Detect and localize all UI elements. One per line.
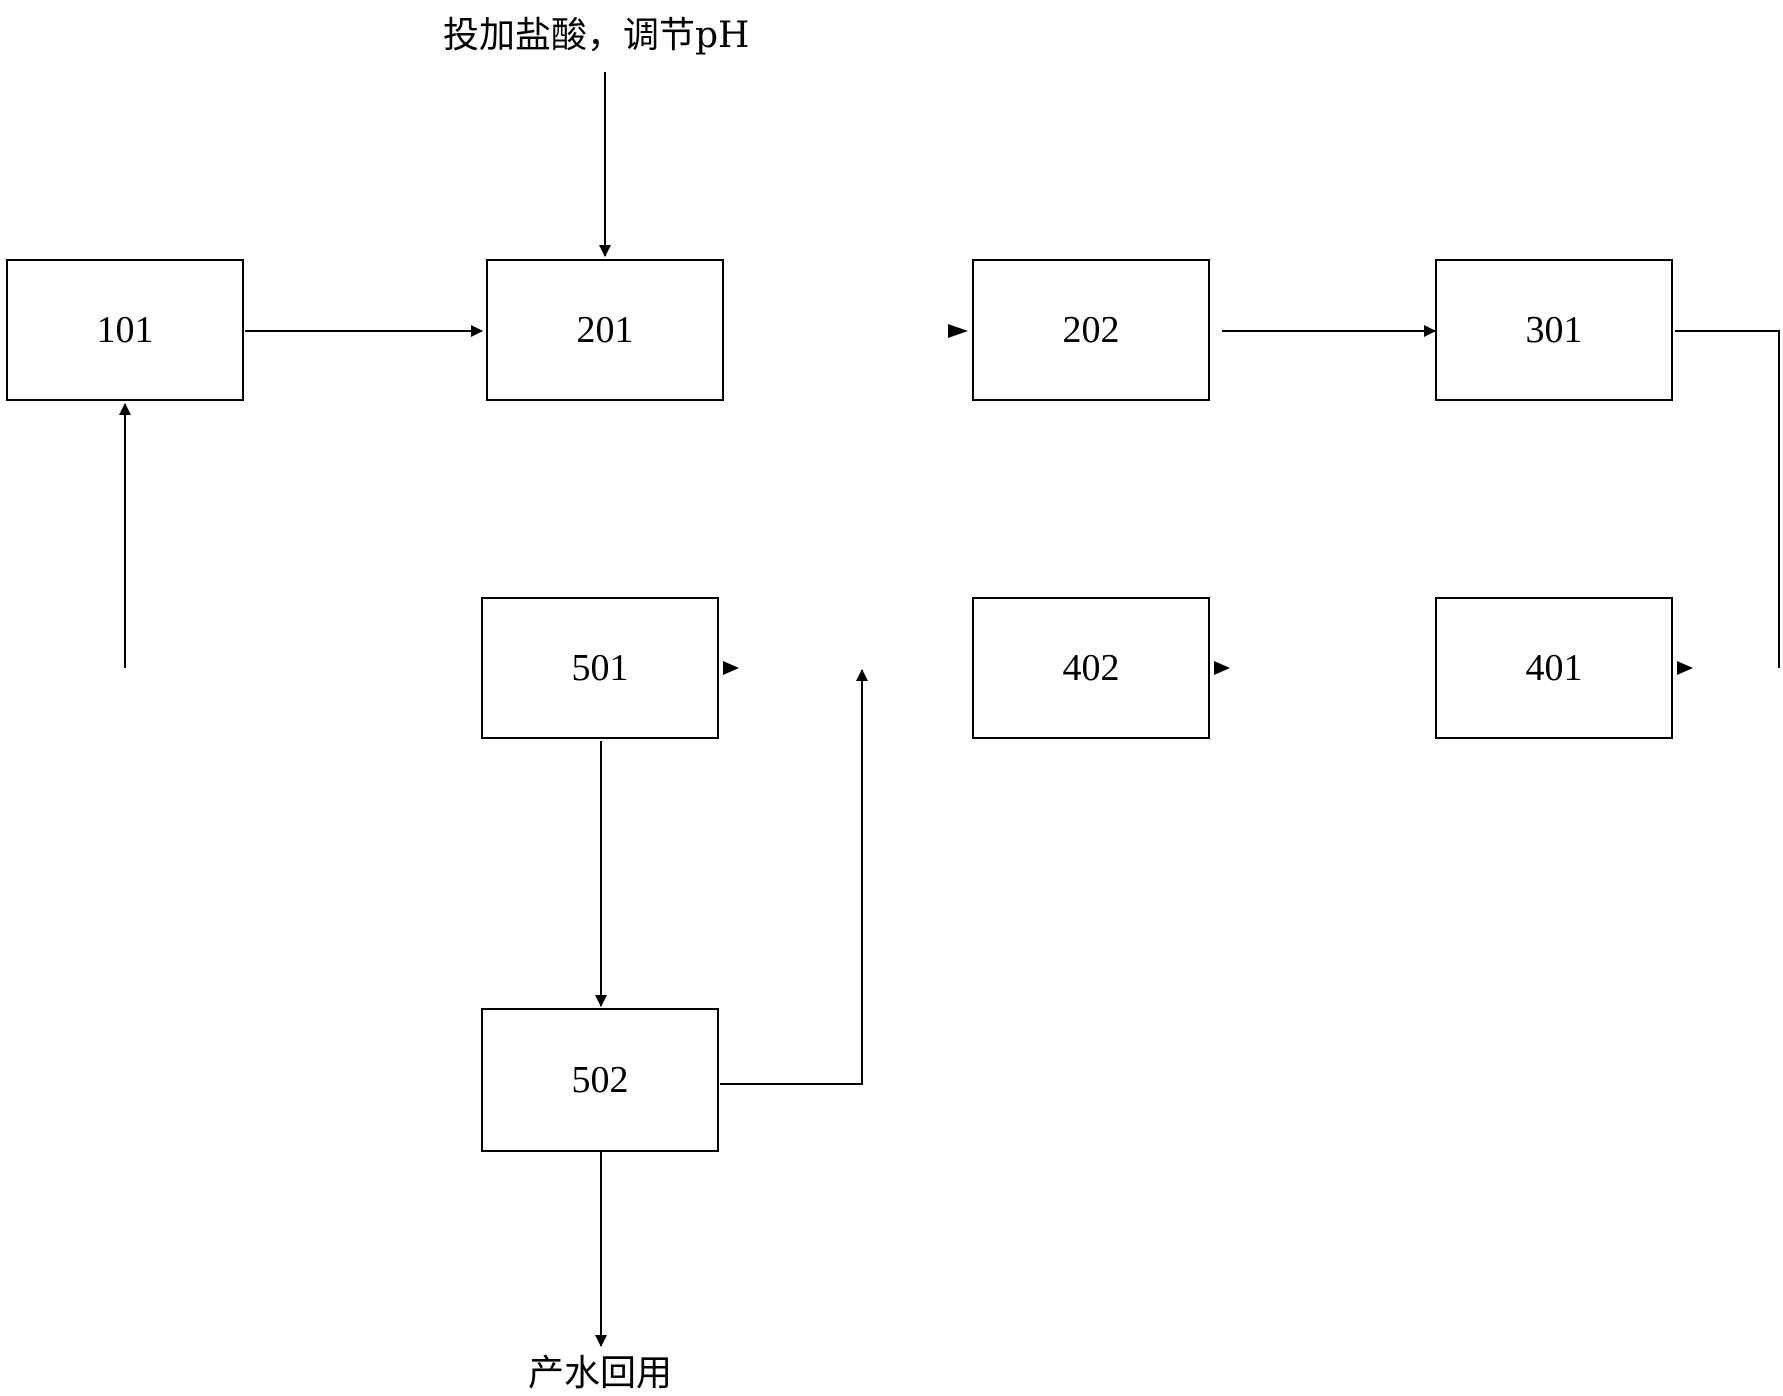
box-401: 401	[1435, 597, 1673, 739]
arrowhead-501	[723, 661, 739, 675]
box-202: 202	[972, 259, 1210, 401]
box-402: 402	[972, 597, 1210, 739]
box-301: 301	[1435, 259, 1673, 401]
input-label: 投加盐酸，调节pH	[443, 15, 750, 56]
arrowhead-402	[1214, 661, 1230, 675]
arrowhead-202	[948, 324, 968, 338]
box-101: 101	[6, 259, 244, 401]
box-501: 501	[481, 597, 719, 739]
box-201: 201	[486, 259, 724, 401]
arrowhead-401	[1677, 661, 1693, 675]
output-label: 产水回用	[528, 1353, 673, 1394]
connector-301-to-401	[1675, 330, 1780, 668]
connector-502-recycle	[720, 669, 868, 1085]
box-502: 502	[481, 1008, 719, 1152]
